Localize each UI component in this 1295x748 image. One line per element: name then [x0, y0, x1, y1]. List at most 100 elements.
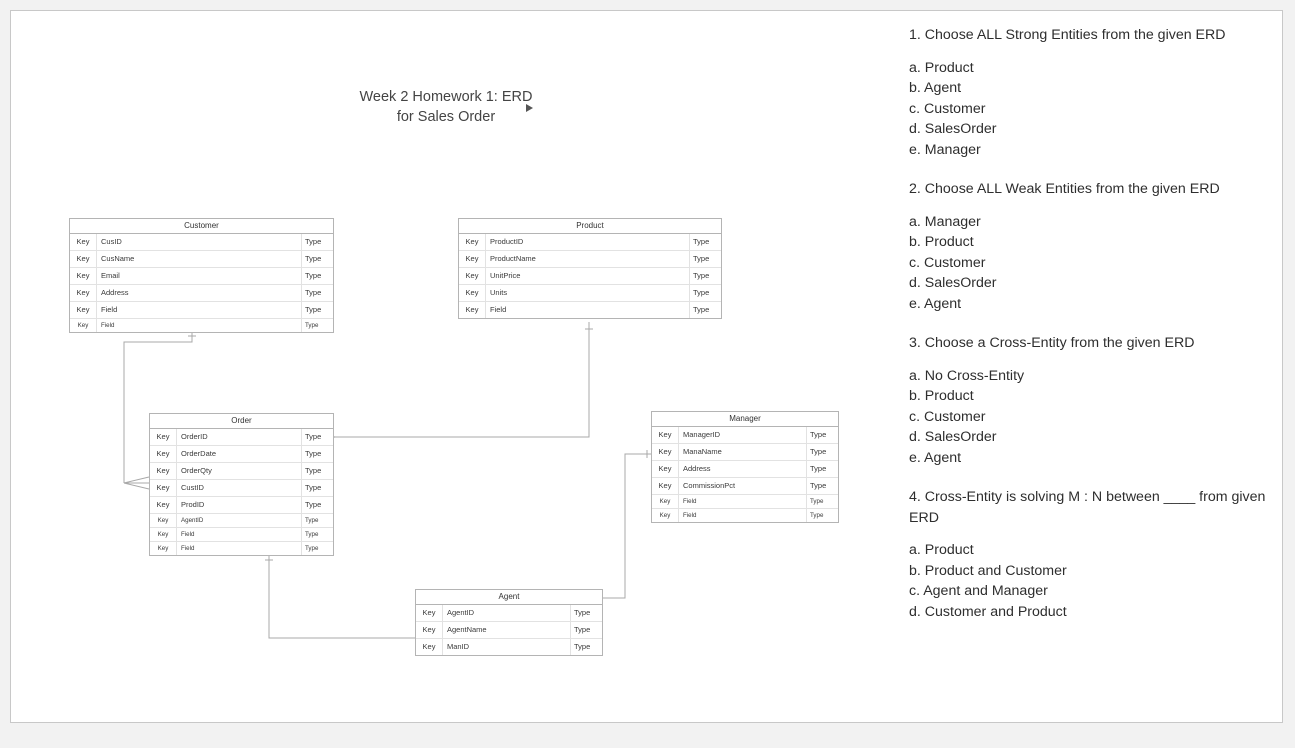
document-page: Week 2 Homework 1: ERD for Sales Order C…	[10, 10, 1283, 723]
row-field: ManagerID	[683, 430, 721, 439]
row-type: Type	[301, 446, 333, 462]
row-type: Type	[301, 251, 333, 267]
cursor-arrow-icon	[526, 104, 533, 112]
row-type: Type	[301, 268, 333, 284]
row-field: ManID	[447, 642, 470, 651]
row-field: UnitPrice	[490, 271, 521, 280]
entity-row: Key OrderQty Type	[150, 463, 333, 480]
question-option[interactable]: b. Product	[909, 234, 974, 250]
question-option[interactable]: e. Agent	[909, 449, 962, 466]
question-option[interactable]: d. SalesOrder	[909, 275, 997, 291]
row-field: OrderDate	[181, 449, 217, 458]
question-option[interactable]: a. No Cross-Entity	[909, 367, 1025, 384]
question-option[interactable]: b. Product and Customer	[909, 562, 1067, 579]
question-option[interactable]: e. Agent	[909, 295, 962, 312]
row-type: Type	[689, 234, 721, 250]
question-option[interactable]: d. Customer and Product	[909, 603, 1067, 620]
row-type: Type	[301, 542, 333, 555]
diagram-title: Week 2 Homework 1: ERD for Sales Order	[359, 89, 533, 125]
row-key: Key	[459, 285, 486, 301]
row-field: OrderQty	[181, 466, 212, 475]
row-field: CusName	[101, 254, 135, 263]
row-key: Key	[652, 461, 679, 477]
question-option[interactable]: b. Agent	[909, 80, 962, 96]
row-key: Key	[70, 319, 97, 332]
question-block-1: 1. Choose ALL Strong Entities from the g…	[909, 25, 1268, 160]
entity-row: Key CommissionPct Type	[652, 478, 838, 495]
question-option[interactable]: b. Product	[909, 388, 974, 404]
row-type: Type	[806, 478, 838, 494]
row-key: Key	[459, 268, 486, 284]
row-field: CustID	[181, 483, 204, 492]
row-field: Field	[101, 305, 118, 314]
row-field: ProductID	[490, 237, 524, 246]
row-type: Type	[301, 528, 333, 541]
row-field: CusID	[101, 237, 122, 246]
entity-row: Key Field Type	[150, 542, 333, 555]
erd-diagram: Week 2 Homework 1: ERD for Sales Order C…	[11, 11, 891, 722]
entity-title: Customer	[70, 219, 333, 234]
entity-manager[interactable]: Manager Key ManagerID Type Key ManaName …	[651, 411, 839, 523]
row-key: Key	[652, 427, 679, 443]
row-field: Address	[683, 464, 711, 473]
row-key: Key	[70, 251, 97, 267]
row-key: Key	[652, 444, 679, 460]
entity-agent[interactable]: Agent Key AgentID Type Key AgentName Typ…	[415, 589, 603, 656]
row-key: Key	[416, 622, 443, 638]
question-block-3: 3. Choose a Cross-Entity from the given …	[909, 333, 1268, 468]
row-key: Key	[70, 285, 97, 301]
question-prompt: 2. Choose ALL Weak Entities from the giv…	[909, 181, 1220, 197]
row-type: Type	[689, 285, 721, 301]
row-field: Email	[101, 271, 120, 280]
row-key: Key	[459, 234, 486, 250]
entity-row: Key OrderID Type	[150, 429, 333, 446]
row-type: Type	[301, 285, 333, 301]
question-option[interactable]: d. SalesOrder	[909, 429, 997, 445]
question-prompt: 3. Choose a Cross-Entity from the given …	[909, 335, 1195, 351]
row-field: AgentName	[447, 625, 487, 634]
question-prompt: 1. Choose ALL Strong Entities from the g…	[909, 27, 1226, 43]
entity-row: Key CustID Type	[150, 480, 333, 497]
entity-product[interactable]: Product Key ProductID Type Key ProductNa…	[458, 218, 722, 319]
entity-row: Key ManaName Type	[652, 444, 838, 461]
entity-row: Key Email Type	[70, 268, 333, 285]
question-option[interactable]: d. SalesOrder	[909, 121, 997, 137]
entity-row: Key ProductName Type	[459, 251, 721, 268]
row-type: Type	[806, 461, 838, 477]
entity-row: Key Field Type	[652, 509, 838, 522]
row-field: Field	[101, 322, 115, 329]
entity-row: Key OrderDate Type	[150, 446, 333, 463]
row-type: Type	[301, 480, 333, 496]
row-type: Type	[570, 605, 602, 621]
question-option[interactable]: a. Product	[909, 59, 974, 76]
question-option[interactable]: e. Manager	[909, 141, 981, 158]
question-option[interactable]: c. Customer	[909, 254, 986, 271]
entity-title: Order	[150, 414, 333, 429]
row-type: Type	[301, 234, 333, 250]
row-field: AgentID	[447, 608, 475, 617]
row-field: CommissionPct	[683, 481, 736, 490]
row-key: Key	[150, 480, 177, 496]
entity-order[interactable]: Order Key OrderID Type Key OrderDate Typ…	[149, 413, 334, 556]
question-option[interactable]: a. Product	[909, 542, 974, 558]
question-panel: 1. Choose ALL Strong Entities from the g…	[899, 11, 1282, 722]
entity-title: Manager	[652, 412, 838, 427]
entity-row: Key Address Type	[652, 461, 838, 478]
entity-row: Key Field Type	[652, 495, 838, 509]
question-option[interactable]: c. Customer	[909, 408, 986, 425]
entity-row: Key AgentID Type	[150, 514, 333, 528]
row-field: Field	[181, 545, 195, 552]
row-key: Key	[70, 302, 97, 318]
entity-row: Key ProductID Type	[459, 234, 721, 251]
entity-title: Product	[459, 219, 721, 234]
question-option[interactable]: a. Manager	[909, 213, 981, 230]
question-option[interactable]: c. Customer	[909, 100, 986, 117]
row-type: Type	[806, 509, 838, 522]
entity-row: Key Address Type	[70, 285, 333, 302]
entity-customer[interactable]: Customer Key CusID Type Key CusName Type…	[69, 218, 334, 333]
entity-row: Key AgentName Type	[416, 622, 602, 639]
row-field: Field	[490, 305, 507, 314]
row-key: Key	[150, 446, 177, 462]
question-option[interactable]: c. Agent and Manager	[909, 583, 1048, 599]
